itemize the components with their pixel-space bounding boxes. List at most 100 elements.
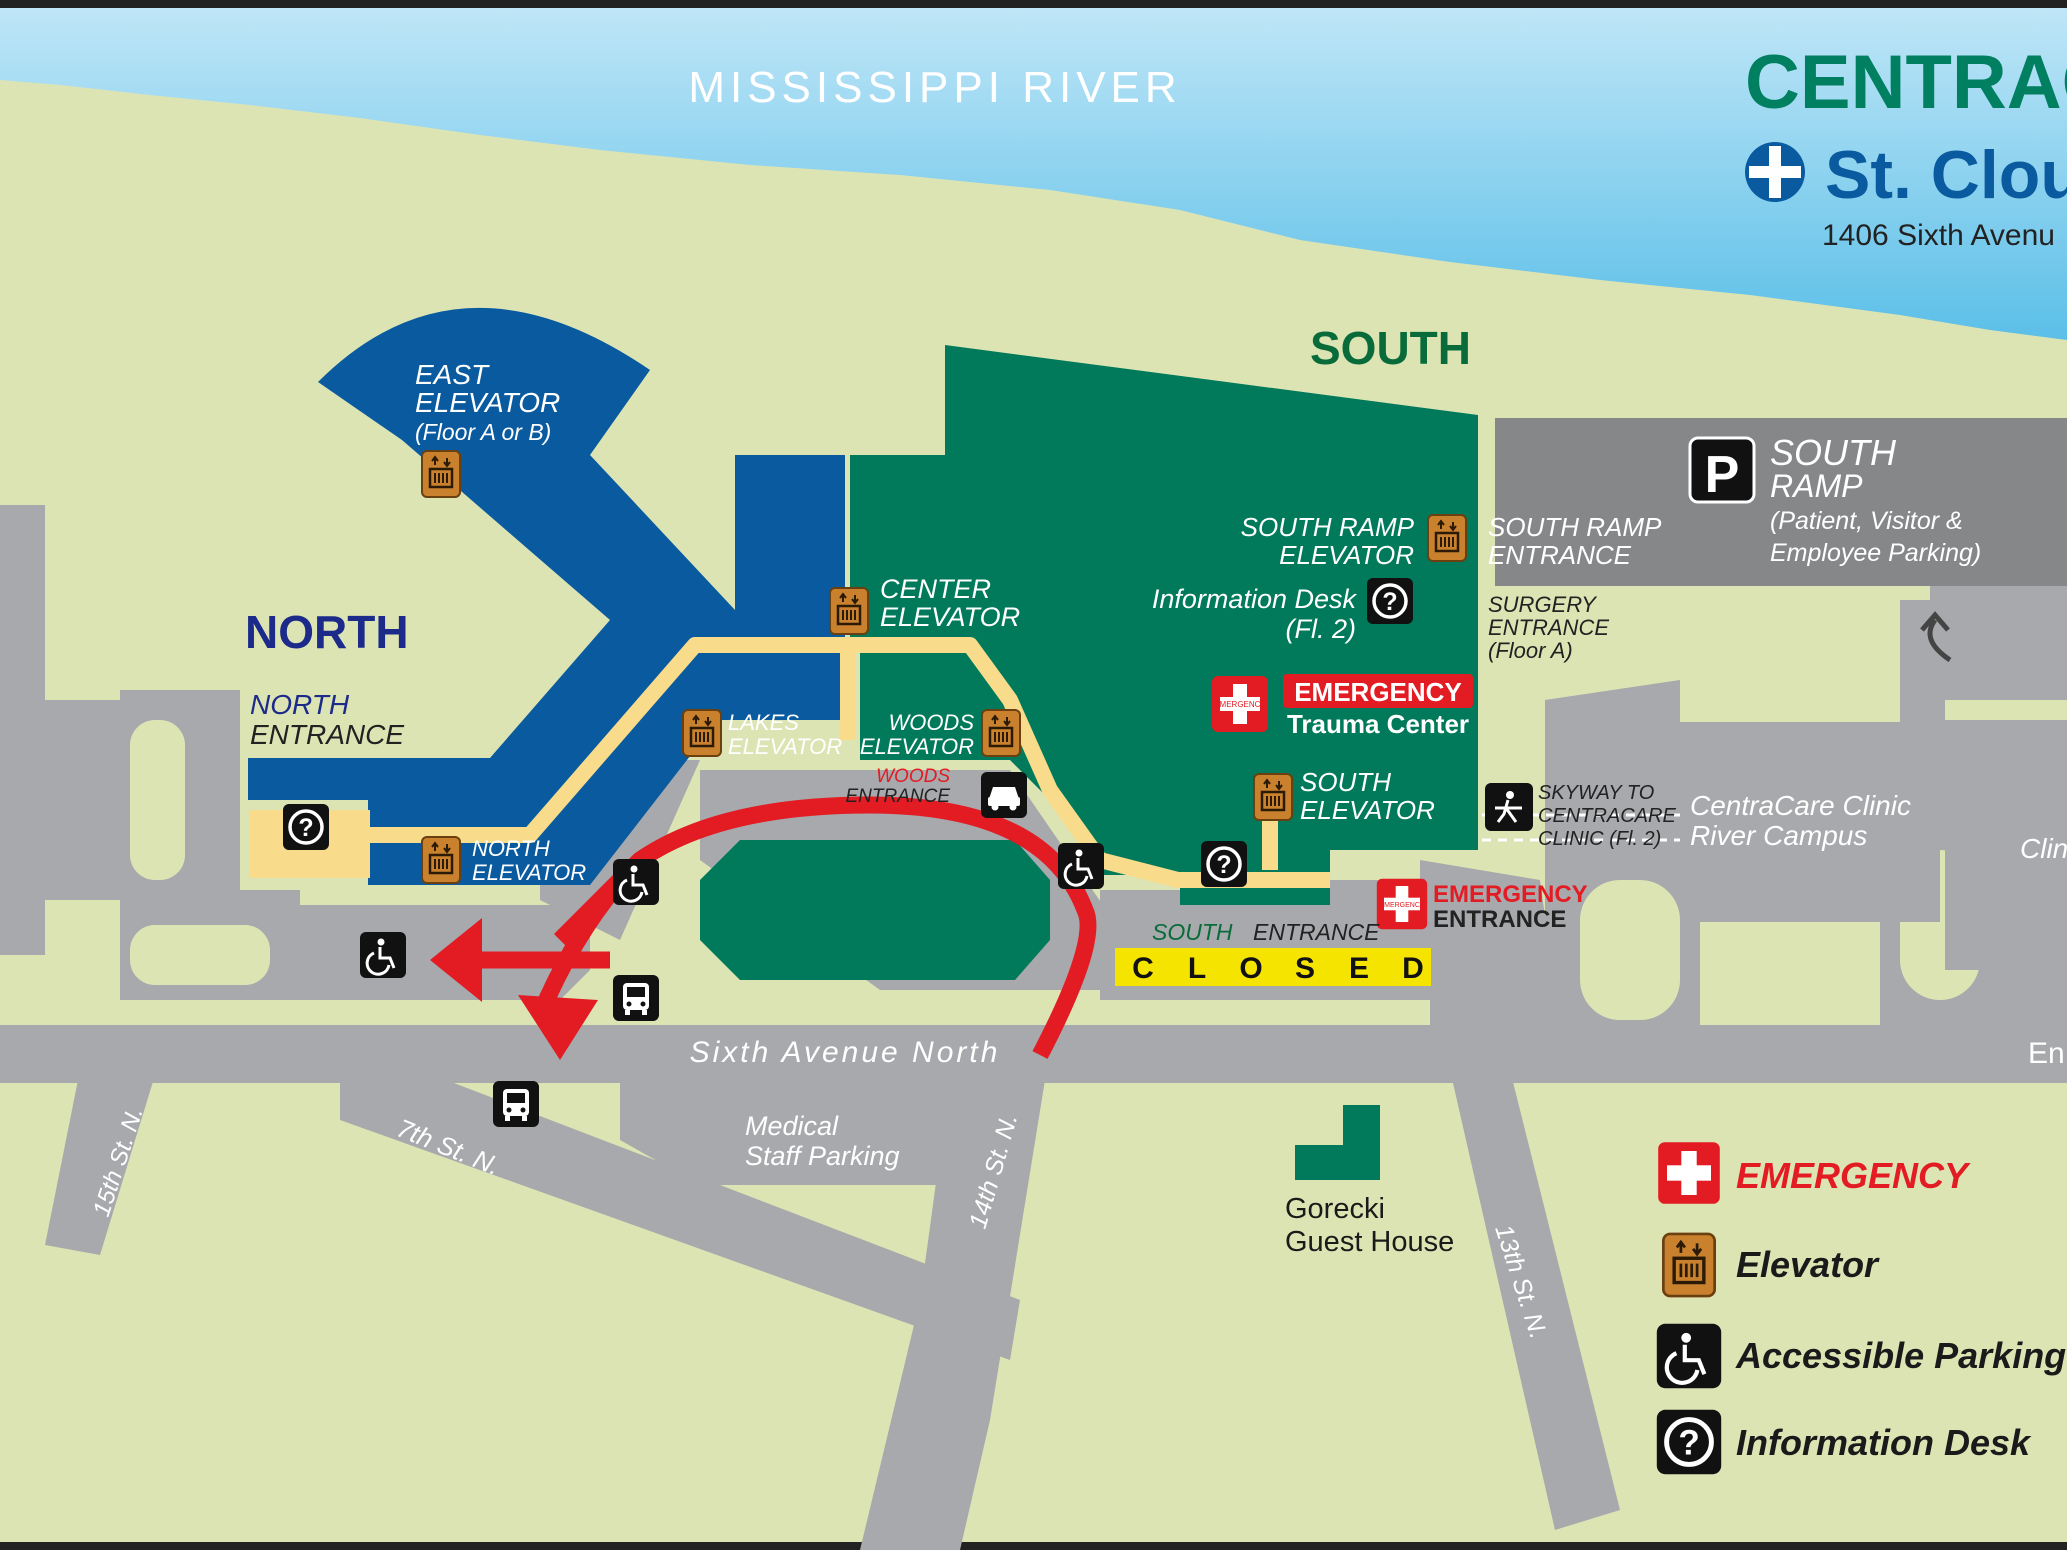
closed-letter-5: D xyxy=(1402,952,1424,985)
right-edge-street-label: En xyxy=(2028,1037,2065,1070)
guest-house-notch xyxy=(1295,1105,1343,1145)
closed-letter-box-5 xyxy=(1398,953,1428,981)
skyway-label-line-0: SKYWAY TO xyxy=(1538,782,1654,804)
east-elevator-label-line-0: EAST xyxy=(415,359,490,390)
legend-info-icon xyxy=(1657,1410,1721,1474)
south-ramp-parking-label-line-1: RAMP xyxy=(1770,468,1863,504)
sixth-avenue-label: Sixth Avenue North xyxy=(690,1036,1001,1069)
parking-icon: P xyxy=(1688,436,1756,504)
medical-staff-parking-label-line-1: Staff Parking xyxy=(745,1141,900,1171)
svg-text:EMERGENCY: EMERGENCY xyxy=(1214,700,1266,709)
emergency-label-box xyxy=(1283,674,1473,708)
south-ramp-entrance-label-line-0: SOUTH RAMP xyxy=(1488,512,1662,542)
skyway-walker-icon xyxy=(1485,783,1533,831)
surgery-entrance-label-line-0: SURGERY xyxy=(1488,592,1597,617)
woods-elevator-icon xyxy=(980,708,1022,758)
east-elevator-label-line-1: ELEVATOR xyxy=(415,387,560,418)
closed-letter-0: C xyxy=(1132,952,1154,985)
legend-wheelchair-icon xyxy=(1657,1324,1721,1388)
clinic-partial-label: Clin xyxy=(2020,833,2067,864)
south-entrance-word-2: ENTRANCE xyxy=(1253,919,1380,945)
emergency-trauma-badge: EMERGENCY xyxy=(1212,676,1268,732)
south-elevator-label-line-0: SOUTH xyxy=(1300,767,1391,797)
closed-letter-3: S xyxy=(1295,952,1315,985)
closed-letter-box-0 xyxy=(1128,953,1158,981)
woods-elevator-label-line-1: ELEVATOR xyxy=(860,734,974,759)
north-entrance-label-line-1: ENTRANCE xyxy=(250,719,404,750)
wheelchair-icon-3 xyxy=(358,930,408,980)
info-desk-icon-north xyxy=(281,802,331,852)
info-desk-icon-south xyxy=(1365,576,1415,626)
center-elevator-label-line-1: ELEVATOR xyxy=(880,602,1020,632)
south-ramp-parking-label-line-0: SOUTH xyxy=(1770,432,1897,473)
south-entrance-label-line-0: SOUTH xyxy=(1152,919,1233,945)
emergency-entrance-badge: EMERGENCY xyxy=(1376,878,1428,930)
south-ramp-elevator-icon xyxy=(1426,513,1468,563)
lakes-elevator-icon xyxy=(681,708,723,758)
emergency-trauma-label-line-1: Trauma Center xyxy=(1287,709,1469,739)
closed-letter-box-1 xyxy=(1182,953,1212,981)
south-ramp-entrance-label-line-1: ENTRANCE xyxy=(1488,540,1632,570)
clinic-label-line-1: River Campus xyxy=(1690,820,1867,851)
north-title: NORTH xyxy=(245,606,409,658)
brand-cross-icon xyxy=(1745,142,1805,202)
closed-letter-box-4 xyxy=(1344,953,1374,981)
route-arrowhead-down xyxy=(518,995,598,1060)
closed-bar xyxy=(1115,948,1431,986)
south-ramp xyxy=(1495,418,2067,586)
car-icon xyxy=(981,772,1027,818)
south-elevator-icon xyxy=(1252,772,1294,822)
info-desk-icon-south-entrance xyxy=(1199,839,1249,889)
wheelchair-icon-2 xyxy=(1056,841,1106,891)
bus-icon-2 xyxy=(493,1081,539,1127)
emergency-entrance-label-line-0: EMERGENCY xyxy=(1433,881,1588,908)
river xyxy=(0,8,2067,340)
legend-info-label: Information Desk xyxy=(1736,1422,2032,1463)
info-desk-label-line-1: (Fl. 2) xyxy=(1286,614,1357,644)
legend-elevator-icon xyxy=(1661,1232,1717,1298)
lakes-elevator-label-line-0: LAKES xyxy=(728,710,799,735)
center-elevator-icon xyxy=(828,586,870,636)
skyway-label-line-2: CLINIC (Fl. 2) xyxy=(1538,828,1661,850)
clinic-building-2 xyxy=(1945,720,2067,970)
svg-text:P: P xyxy=(1705,446,1740,504)
closed-strip-bg xyxy=(1095,1000,1430,1025)
top-border xyxy=(0,0,2067,8)
north-elevator-label-line-1: ELEVATOR xyxy=(472,860,586,885)
brand-name: CENTRAC xyxy=(1745,40,2067,125)
corridors xyxy=(370,637,1330,888)
woods-elevator-label-line-0: WOODS xyxy=(888,710,974,735)
closed-letter-box-3 xyxy=(1290,953,1320,981)
ramp-up-arrow-icon xyxy=(1920,611,1952,663)
surgery-entrance-label-line-1: ENTRANCE xyxy=(1488,615,1609,640)
brand-address: 1406 Sixth Avenu xyxy=(1822,219,2055,252)
brand-location: St. Clou xyxy=(1825,137,2067,213)
emergency-trauma-label-line-0: EMERGENCY xyxy=(1294,677,1462,707)
closed-letter-1: L xyxy=(1188,952,1206,985)
east-elevator-icon xyxy=(420,449,462,499)
center-elevator-label-line-0: CENTER xyxy=(880,574,991,604)
south-ramp-elevator-label-line-0: SOUTH RAMP xyxy=(1241,512,1415,542)
guest-house-label-line-0: Gorecki xyxy=(1285,1193,1385,1225)
river-label: MISSISSIPPI RIVER xyxy=(688,63,1181,112)
north-entrance-label-line-0: NORTH xyxy=(250,689,350,720)
skyway-label-line-1: CENTRACARE xyxy=(1538,805,1676,827)
legend-elevator-label: Elevator xyxy=(1736,1244,1880,1285)
wheelchair-icon-1 xyxy=(611,857,661,907)
info-desk-label-line-0: Information Desk xyxy=(1152,584,1358,614)
lakes-elevator-label-line-1: ELEVATOR xyxy=(728,734,842,759)
bottom-border xyxy=(0,1542,2067,1550)
woods-entrance-label-line-1: ENTRANCE xyxy=(845,786,950,807)
north-elevator-label-line-0: NORTH xyxy=(472,836,550,861)
east-elevator-label-line-2: (Floor A or B) xyxy=(415,419,551,445)
legend-emergency-label: EMERGENCY xyxy=(1736,1155,1971,1196)
south-title: SOUTH xyxy=(1310,322,1471,374)
svg-text:EMERGENCY: EMERGENCY xyxy=(1379,902,1424,909)
route-arrowhead-left xyxy=(430,918,482,1002)
legend: EMERGENCY Elevator Accessible Parking In… xyxy=(1657,1142,2066,1474)
north-elevator-icon xyxy=(420,835,462,885)
south-ramp-elevator-label-line-1: ELEVATOR xyxy=(1279,540,1414,570)
legend-accessible-label: Accessible Parking xyxy=(1735,1335,2066,1376)
